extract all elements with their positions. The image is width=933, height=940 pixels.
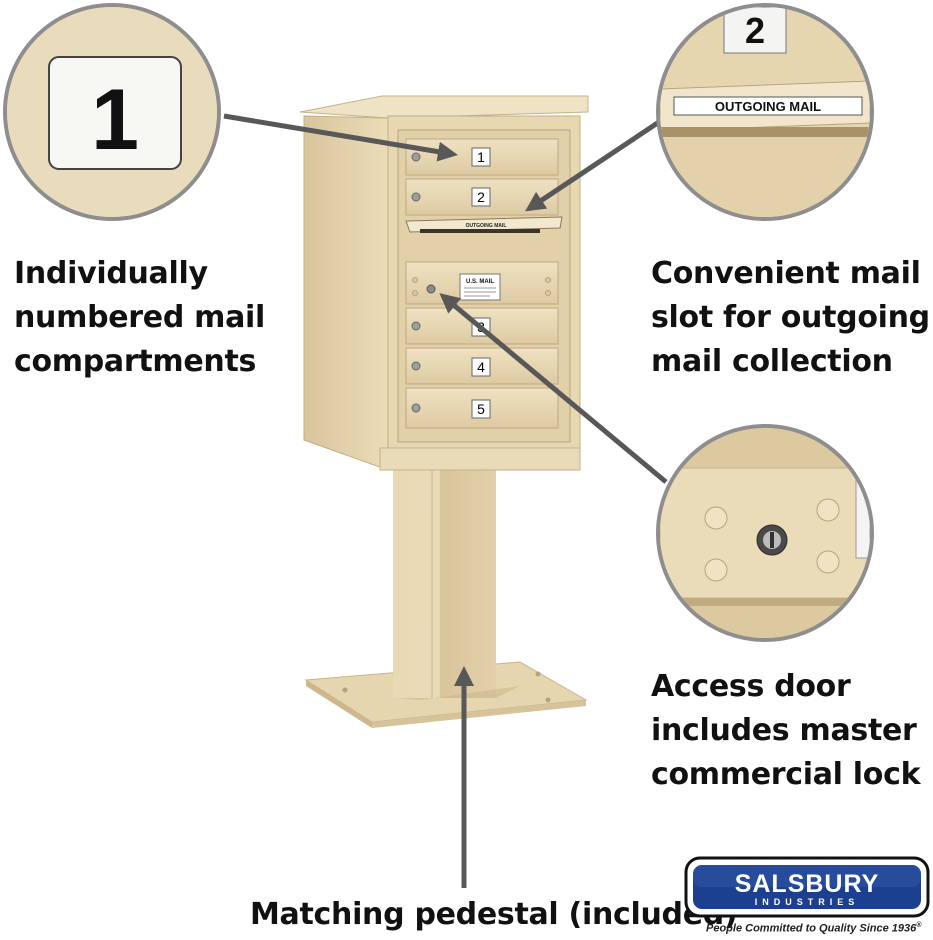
zoom-number-view: 1: [7, 7, 217, 217]
arrow-numbered: [223, 113, 458, 162]
arrow-access: [439, 293, 668, 484]
compartment-number-5: 5: [477, 401, 485, 417]
caption-line: mail collection: [651, 344, 893, 379]
outgoing-mail-slot[interactable]: [405, 216, 563, 233]
trademark-symbol: ®: [916, 922, 922, 929]
compartment-number-1: 1: [477, 149, 485, 165]
caption-line: Matching pedestal (included): [250, 897, 738, 932]
caption-access-door: Access door includes master commercial l…: [651, 665, 921, 797]
access-door[interactable]: [405, 261, 559, 305]
zoom-circle-access-door: [656, 424, 874, 642]
caption-line: compartments: [14, 344, 257, 379]
callout-arrows: [223, 113, 668, 888]
caption-line: Individually: [14, 256, 208, 291]
caption-line: includes master: [651, 713, 917, 748]
tagline-text: People Committed to Quality Since 1936: [706, 922, 917, 935]
caption-line: Access door: [651, 669, 851, 704]
logo-subtitle: INDUSTRIES: [755, 897, 860, 907]
caption-line: commercial lock: [651, 757, 921, 792]
zoom-circle-number: 1: [3, 3, 221, 221]
pedestal-post: [393, 462, 520, 700]
arrow-outgoing: [525, 117, 664, 212]
zoom-lock-view: [660, 428, 870, 638]
zoom-slot-view: 2 OUTGOING MAIL: [660, 7, 870, 217]
zoom-number-2: 2: [745, 10, 765, 51]
salsbury-logo: SALSBURY INDUSTRIES: [684, 856, 930, 918]
usps-label: U.S. MAIL: [466, 279, 494, 285]
compartment-number-4: 4: [477, 359, 485, 375]
logo-tagline: People Committed to Quality Since 1936®: [706, 922, 921, 935]
slot-label: OUTGOING MAIL: [466, 223, 507, 229]
caption-outgoing-slot: Convenient mail slot for outgoing mail c…: [651, 252, 930, 384]
zoom-slot-label: OUTGOING MAIL: [715, 99, 821, 114]
caption-line: slot for outgoing: [651, 300, 930, 335]
zoom-number-1: 1: [91, 72, 139, 168]
caption-pedestal: Matching pedestal (included): [250, 893, 738, 937]
zoom-circle-outgoing-slot: 2 OUTGOING MAIL: [656, 3, 874, 221]
caption-line: numbered mail: [14, 300, 266, 335]
logo-name: SALSBURY: [735, 870, 880, 898]
caption-numbered-compartments: Individually numbered mail compartments: [14, 252, 265, 384]
caption-line: Convenient mail: [651, 256, 921, 291]
compartment-number-2: 2: [477, 189, 485, 205]
